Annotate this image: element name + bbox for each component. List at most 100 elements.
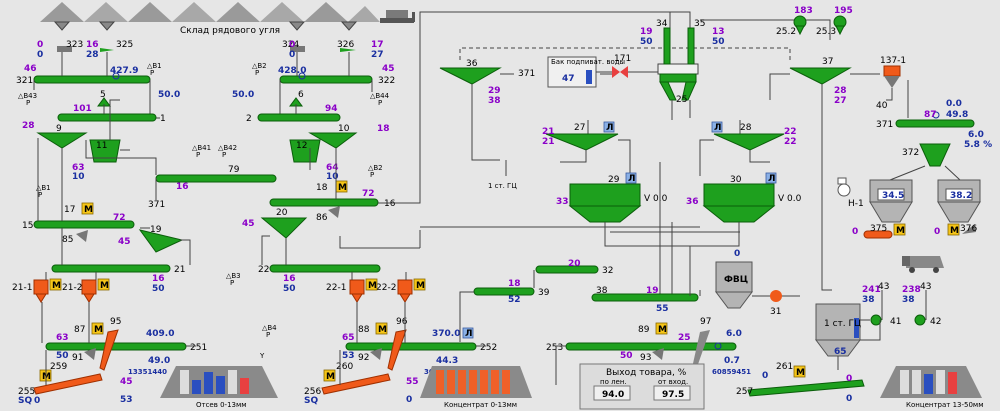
val: 53 bbox=[120, 395, 133, 405]
val: 6.0 bbox=[968, 130, 984, 140]
svg-text:△B1: △B1 bbox=[147, 62, 162, 70]
screen-9[interactable] bbox=[36, 132, 88, 149]
conveyor-252[interactable] bbox=[345, 342, 477, 351]
screen-27[interactable] bbox=[545, 133, 619, 151]
feeder-376[interactable] bbox=[962, 224, 976, 234]
crusher-91[interactable] bbox=[84, 348, 96, 360]
feeder-325[interactable] bbox=[98, 21, 116, 52]
motor-icon[interactable] bbox=[655, 322, 668, 335]
conveyor-322[interactable] bbox=[279, 75, 373, 84]
scale-253-rate: 0.7 bbox=[724, 356, 740, 366]
hydrocyclone-183[interactable] bbox=[793, 15, 807, 36]
valve-icon[interactable] bbox=[612, 66, 628, 78]
pump-31[interactable] bbox=[770, 290, 782, 302]
conveyor-371[interactable] bbox=[895, 119, 975, 128]
id-37: 37 bbox=[822, 57, 833, 67]
motor-icon[interactable] bbox=[97, 278, 110, 291]
motor-icon[interactable] bbox=[947, 223, 960, 236]
motor-icon[interactable] bbox=[365, 278, 378, 291]
centrifuge-30[interactable] bbox=[702, 183, 776, 223]
conveyor-251[interactable] bbox=[45, 342, 187, 351]
separator-25[interactable] bbox=[657, 63, 699, 101]
motor-icon[interactable] bbox=[893, 223, 906, 236]
feeder-324[interactable] bbox=[288, 21, 306, 52]
yield-by-belt-label: по лен. bbox=[600, 378, 627, 386]
val: 38 bbox=[902, 295, 915, 305]
crusher-21-1[interactable] bbox=[33, 279, 49, 303]
feeder-326[interactable] bbox=[340, 21, 358, 52]
crusher-22-2[interactable] bbox=[397, 279, 413, 303]
motor-icon[interactable] bbox=[81, 202, 94, 215]
level-icon[interactable] bbox=[625, 172, 637, 184]
feeder-323[interactable] bbox=[53, 21, 72, 52]
crusher-137-1[interactable] bbox=[883, 65, 901, 88]
screen-372[interactable] bbox=[919, 143, 951, 167]
fan-icon[interactable] bbox=[837, 177, 851, 197]
conveyor-22[interactable] bbox=[269, 264, 381, 273]
val: 36 bbox=[686, 197, 699, 207]
sensor-b4: △B4P bbox=[262, 324, 277, 339]
screen-19[interactable] bbox=[138, 229, 184, 253]
level-icon[interactable] bbox=[462, 327, 474, 339]
motor-icon[interactable] bbox=[49, 278, 62, 291]
val: 0 bbox=[934, 227, 940, 237]
conveyor-21[interactable] bbox=[51, 264, 171, 273]
motor-icon[interactable] bbox=[793, 365, 806, 378]
pump-42[interactable] bbox=[914, 314, 926, 326]
conveyor-1[interactable] bbox=[57, 113, 157, 122]
hydrocyclone-195[interactable] bbox=[833, 15, 847, 36]
conveyor-16[interactable] bbox=[269, 198, 379, 207]
motor-icon[interactable] bbox=[323, 369, 336, 382]
centrifuge-29[interactable] bbox=[568, 183, 642, 223]
conveyor-38[interactable] bbox=[591, 293, 699, 302]
conveyor-257[interactable] bbox=[747, 379, 865, 397]
conveyor-39[interactable] bbox=[473, 287, 535, 296]
crusher-85[interactable] bbox=[76, 230, 88, 242]
sensor-b2: △B2P bbox=[252, 62, 267, 77]
screen-37[interactable] bbox=[789, 67, 852, 85]
motor-icon[interactable] bbox=[91, 322, 104, 335]
crusher-22-1[interactable] bbox=[349, 279, 365, 303]
id-326: 326 bbox=[337, 40, 354, 50]
conveyor-253[interactable] bbox=[565, 342, 737, 351]
screen-28[interactable] bbox=[713, 133, 785, 151]
conveyor-256[interactable] bbox=[321, 373, 391, 395]
bin-right bbox=[937, 179, 981, 223]
val: 46 bbox=[24, 64, 37, 74]
chute-96[interactable] bbox=[387, 329, 407, 371]
crusher-21-2[interactable] bbox=[81, 279, 97, 303]
crusher-12[interactable] bbox=[289, 139, 321, 163]
id-256: 256 bbox=[304, 387, 321, 397]
crusher-86[interactable] bbox=[328, 206, 340, 218]
conveyor-32[interactable] bbox=[535, 265, 599, 274]
id-255: 255 bbox=[18, 387, 35, 397]
id-30: 30 bbox=[730, 175, 742, 185]
level-icon[interactable] bbox=[765, 172, 777, 184]
val: 55 bbox=[656, 304, 669, 314]
conveyor-79[interactable] bbox=[155, 174, 277, 183]
level-icon[interactable] bbox=[603, 121, 615, 133]
screen-10[interactable] bbox=[308, 132, 358, 149]
chute-97[interactable] bbox=[692, 330, 710, 370]
pc1-label: 1 ст. ГЦ bbox=[488, 182, 517, 190]
level-icon[interactable] bbox=[711, 121, 723, 133]
motor-icon[interactable] bbox=[413, 278, 426, 291]
chute-95[interactable] bbox=[99, 329, 119, 371]
screen-36[interactable] bbox=[439, 67, 502, 85]
conveyor-15[interactable] bbox=[33, 220, 135, 229]
conveyor-2[interactable] bbox=[257, 113, 341, 122]
svg-text:P: P bbox=[378, 99, 382, 107]
feeder-375[interactable] bbox=[863, 230, 893, 239]
cyclone-34[interactable] bbox=[663, 27, 671, 65]
screen-20[interactable] bbox=[260, 217, 308, 239]
conveyor-321[interactable] bbox=[33, 75, 151, 84]
crusher-92[interactable] bbox=[370, 348, 382, 360]
hydrocyclone-1st-right[interactable] bbox=[815, 303, 861, 357]
val: 0 bbox=[734, 249, 740, 259]
pump-41[interactable] bbox=[870, 314, 882, 326]
val: 16 bbox=[152, 274, 165, 284]
crusher-93[interactable] bbox=[652, 348, 664, 360]
cyclone-35[interactable] bbox=[687, 27, 695, 65]
conveyor-255[interactable] bbox=[33, 373, 103, 395]
motor-icon[interactable] bbox=[375, 322, 388, 335]
